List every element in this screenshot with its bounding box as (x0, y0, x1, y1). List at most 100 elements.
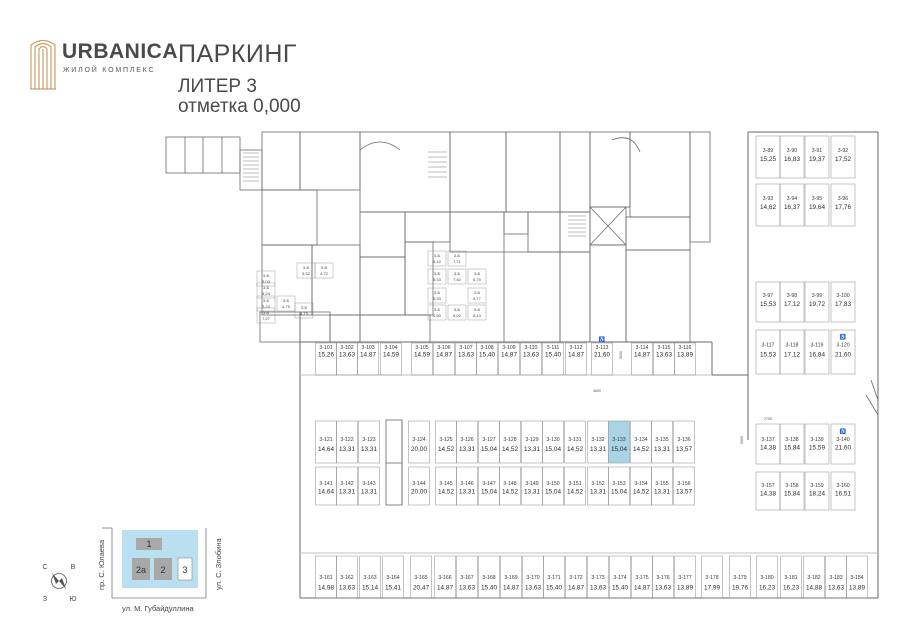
storage-unit[interactable]: 3-Б7,27 (256, 307, 276, 324)
storage-unit[interactable]: 3-Б5,33 (427, 268, 447, 285)
parking-slot[interactable]: 3-140♿21,60 (830, 423, 856, 465)
storage-unit[interactable]: 3-Б4,75 (276, 295, 296, 312)
storage-unit[interactable]: 3-Б8,13 (467, 304, 487, 321)
storage-unit[interactable]: 3-Б8,02 (447, 304, 467, 321)
storage-unit[interactable]: 3-Б4,73 (294, 302, 314, 319)
storage-unit[interactable]: 3-Б5,03 (256, 270, 276, 287)
storage-unit[interactable]: 3-Б7,40 (447, 268, 467, 285)
storage-unit[interactable]: 3-Б4,72 (314, 262, 334, 279)
storage-unit[interactable]: 3-Б5,33 (427, 287, 447, 304)
parking-slot[interactable]: 3-113♿21,60 (591, 336, 613, 376)
storage-unit[interactable]: 3-Б6,90 (427, 304, 447, 321)
storage-unit[interactable]: 3-Б5,77 (467, 287, 487, 304)
storage-unit[interactable]: 3-Б5,24 (256, 282, 276, 299)
storage-unit[interactable]: 3-Б7,71 (447, 250, 467, 267)
storage-unit[interactable]: 3-Б6,75 (467, 268, 487, 285)
parking-slot[interactable]: 3-120♿21,60 (830, 329, 856, 375)
storage-unit[interactable]: 3-Б6,10 (427, 250, 447, 267)
